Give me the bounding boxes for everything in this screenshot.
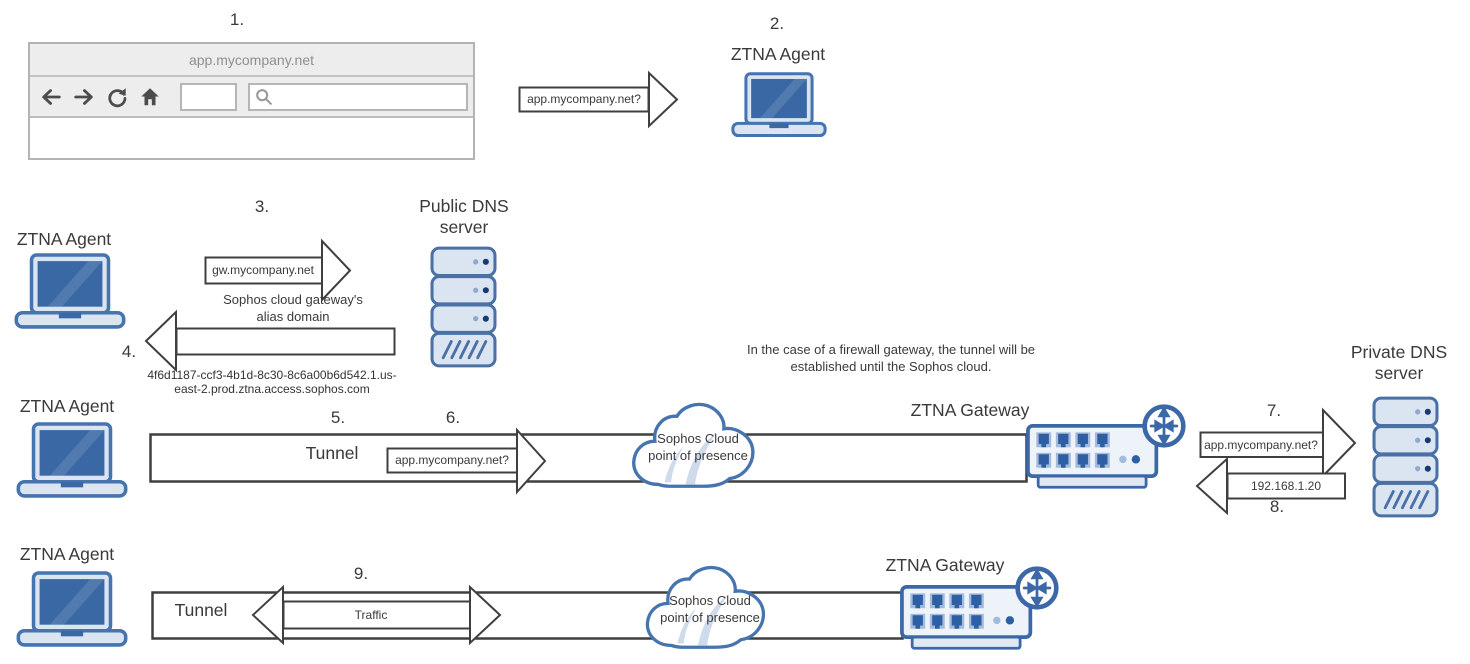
step-label-3: 3.	[254, 197, 270, 216]
alias-domain-label: 4f6d1187-ccf3-4b1d-8c30-8c6a00b6d542.1.u…	[147, 368, 397, 396]
browser-address-text: app.mycompany.net	[188, 51, 315, 68]
arrow-body-ip-answer	[1226, 472, 1346, 500]
cloud-icon-1	[632, 402, 755, 488]
traffic-label: Traffic	[354, 608, 388, 622]
arrow-head-alias-response	[144, 309, 177, 373]
step-label-5: 5.	[330, 408, 346, 427]
routing-badge-icon-1	[1142, 404, 1186, 448]
private-dns-server-label: Private DNS server	[1350, 342, 1448, 383]
public-dns-server-label: Public DNS server	[419, 196, 509, 237]
back-arrow-icon	[42, 88, 61, 105]
step-label-8: 8.	[1269, 497, 1285, 516]
tunnel-label-1: Tunnel	[305, 443, 359, 463]
ztna-agent-label-3: ZTNA Agent	[19, 396, 115, 416]
browser-window: app.mycompany.net	[28, 42, 475, 160]
tunnel-rect-middle	[149, 433, 1028, 483]
firewall-note: In the case of a firewall gateway, the t…	[746, 342, 1036, 374]
step-label-7: 7.	[1266, 401, 1282, 420]
laptop-icon-4	[16, 571, 128, 647]
arrow-body-app-query-3	[1199, 431, 1324, 458]
ztna-agent-label-4: ZTNA Agent	[19, 544, 115, 564]
app-query-label-3: app.mycompany.net?	[1204, 438, 1318, 452]
ip-answer-label: 192.168.1.20	[1250, 479, 1322, 493]
gateway-switch-icon-1	[1026, 424, 1159, 489]
home-icon	[141, 87, 159, 105]
app-query-label-1: app.mycompany.net?	[527, 92, 641, 106]
sophos-cloud-1: Sophos Cloud point of presence	[626, 400, 770, 492]
arrow-head-app-query-3	[1322, 407, 1357, 479]
arrow-head-ip-answer	[1195, 456, 1228, 516]
search-icon	[256, 88, 272, 105]
laptop-icon-3	[16, 422, 128, 498]
laptop-icon-2	[14, 253, 126, 329]
step-label-2: 2.	[769, 14, 785, 33]
browser-toolbar	[30, 77, 473, 118]
arrow-body-gw-query	[204, 256, 323, 285]
cloud-icon-2	[645, 565, 765, 649]
gw-query-label: gw.mycompany.net	[212, 263, 314, 277]
gateway-switch-icon-2	[900, 585, 1033, 650]
alias-caption-label: Sophos cloud gateway's alias domain	[223, 292, 363, 324]
public-dns-server-icon	[430, 246, 497, 368]
ztna-gateway-label-2: ZTNA Gateway	[885, 555, 1005, 575]
step-label-6: 6.	[445, 408, 461, 427]
routing-badge-icon-2	[1015, 566, 1059, 610]
ztna-agent-label-1: ZTNA Agent	[730, 44, 826, 64]
forward-arrow-icon	[74, 88, 93, 105]
ethernet-ports	[910, 593, 984, 629]
arrow-body-traffic	[282, 600, 471, 630]
toolbar-input-box	[180, 82, 237, 111]
step-label-1: 1.	[229, 10, 245, 29]
step-label-4: 4.	[121, 342, 137, 361]
arrow-body-alias-response	[175, 327, 396, 356]
laptop-icon-1	[731, 72, 827, 138]
private-dns-server-icon	[1372, 396, 1439, 518]
sophos-cloud-label-1: Sophos Cloud point of presence	[648, 431, 748, 463]
arrow-body-app-query-2	[386, 447, 518, 474]
app-query-label-2: app.mycompany.net?	[395, 453, 509, 467]
refresh-icon	[108, 87, 127, 107]
sophos-cloud-label-2: Sophos Cloud point of presence	[660, 593, 760, 625]
tunnel-label-2: Tunnel	[174, 600, 228, 620]
step-label-9: 9.	[353, 564, 369, 583]
ethernet-ports	[1036, 432, 1110, 468]
ztna-agent-label-2: ZTNA Agent	[16, 229, 112, 249]
sophos-cloud-2: Sophos Cloud point of presence	[640, 563, 780, 653]
ztna-gateway-label-1: ZTNA Gateway	[910, 400, 1030, 420]
browser-title-bar: app.mycompany.net	[30, 44, 473, 77]
arrow-head-app-query-1	[648, 70, 679, 129]
arrow-body-app-query-1	[518, 86, 650, 113]
search-box	[248, 82, 468, 111]
